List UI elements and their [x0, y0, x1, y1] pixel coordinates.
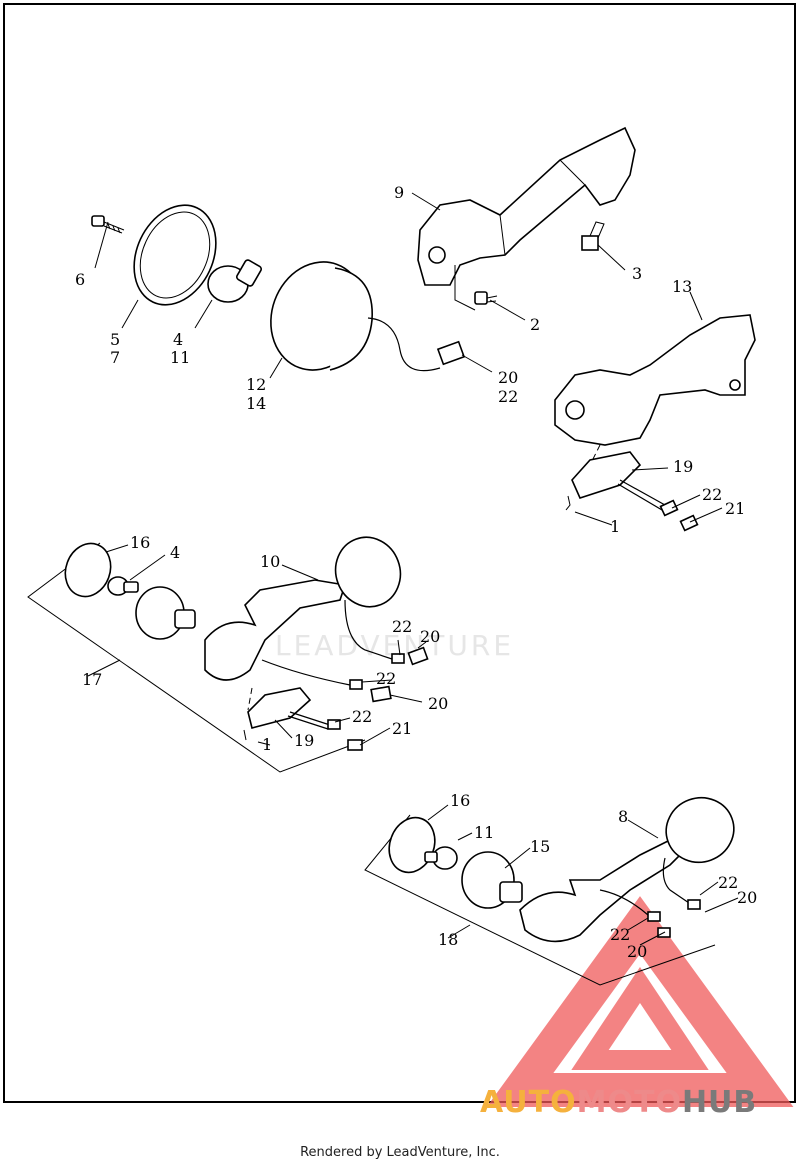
marker-light-19-mid: [243, 687, 341, 741]
callout-2: 2: [530, 315, 540, 334]
callout-18: 18: [438, 930, 458, 949]
leader-lines: [87, 192, 739, 946]
callout-20-bottom1: 20: [737, 888, 757, 907]
callout-4: 4: [173, 330, 183, 349]
bulb-11-bottom: [424, 846, 458, 870]
connector-20-mid: [347, 646, 429, 751]
callout-1-mid: 1: [262, 735, 272, 754]
callout-22-mid2: 22: [376, 669, 396, 688]
bracket-9: [417, 126, 636, 311]
watermark-brand-auto: AUTO: [480, 1085, 577, 1120]
callout-16-mid: 16: [130, 533, 150, 552]
callout-7: 7: [110, 348, 120, 367]
callout-19-mid: 19: [294, 731, 314, 750]
bulb-4-mid: [107, 576, 139, 596]
callout-20-bottom2: 20: [627, 942, 647, 961]
callout-16-bottom: 16: [450, 791, 470, 810]
callout-13: 13: [672, 277, 692, 296]
callout-17: 17: [82, 670, 102, 689]
callout-21-mid: 21: [392, 719, 412, 738]
callout-20-top: 20: [498, 368, 518, 387]
marker-light-19-top: [565, 451, 699, 532]
callout-19-top: 19: [673, 457, 693, 476]
assembly-18-outline: [364, 814, 716, 986]
diagram-frame: [3, 3, 796, 1103]
bolt-3: [581, 221, 605, 251]
bulb-4: [207, 259, 262, 303]
callout-20-mid1: 20: [420, 627, 440, 646]
callout-10: 10: [260, 552, 280, 571]
callout-15: 15: [530, 837, 550, 856]
callout-11: 11: [170, 348, 190, 367]
watermark-brand-moto: MOTO: [576, 1085, 682, 1120]
callout-8: 8: [618, 807, 628, 826]
callout-22-top: 22: [498, 387, 518, 406]
callout-6: 6: [75, 270, 85, 289]
lamp-housing-12: [270, 261, 466, 372]
callout-4-mid: 4: [170, 543, 180, 562]
lens-16-mid: [64, 542, 112, 598]
watermark-triangle-logo: [486, 896, 794, 1107]
bracket-13: [554, 314, 756, 466]
trim-ring-5: [133, 204, 217, 306]
callout-20-mid2: 20: [428, 694, 448, 713]
callout-22-bottom1: 22: [718, 873, 738, 892]
turn-signal-8: [519, 796, 735, 943]
callout-14: 14: [246, 394, 266, 413]
callout-21-top: 21: [725, 499, 745, 518]
callout-22-mid3: 22: [352, 707, 372, 726]
socket-15: [461, 851, 523, 909]
watermark-brand-hub: HUB: [681, 1085, 758, 1120]
lens-16-bottom: [388, 816, 436, 874]
screw-6: [91, 215, 125, 234]
callout-22-mid1: 22: [392, 617, 412, 636]
callout-22-right: 22: [702, 485, 722, 504]
callout-1-top: 1: [610, 517, 620, 536]
callout-numbers: 6 5 7 4 11 12 14 20 22 9 3 2 13 19 22 21…: [75, 183, 757, 961]
watermark-brand: AUTOMOTOHUB: [480, 1085, 757, 1120]
callout-11-bottom: 11: [474, 823, 494, 842]
callout-3: 3: [632, 264, 642, 283]
screw-2: [474, 291, 498, 305]
turn-signal-10: [204, 536, 405, 711]
callout-5: 5: [110, 330, 120, 349]
footer-credit: Rendered by LeadVenture, Inc.: [300, 1145, 500, 1160]
socket-mid: [135, 586, 196, 640]
callout-22-bottom2: 22: [610, 925, 630, 944]
assembly-17-outline: [27, 542, 366, 773]
callout-12: 12: [246, 375, 266, 394]
callout-9: 9: [394, 183, 404, 202]
